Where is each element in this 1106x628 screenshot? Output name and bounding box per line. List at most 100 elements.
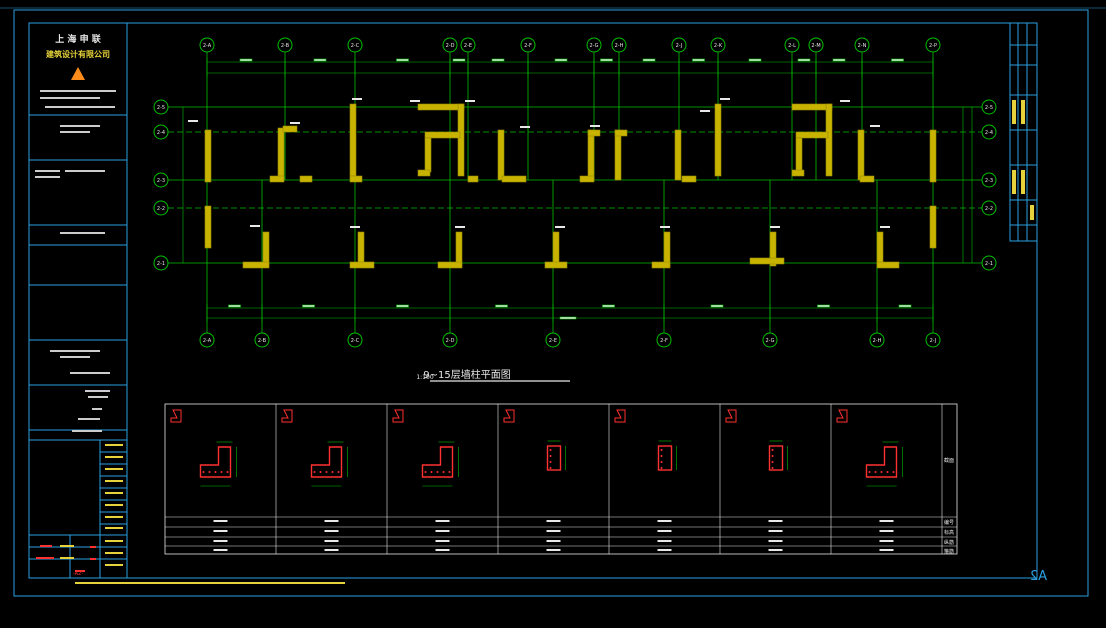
rebar-dot xyxy=(448,471,451,473)
table-cell-text xyxy=(768,530,783,532)
wall-column xyxy=(674,129,682,181)
wall-column xyxy=(876,261,900,269)
rebar-dot xyxy=(549,461,552,463)
table-cell-text xyxy=(435,549,450,551)
table-cell-text xyxy=(213,530,228,532)
rebar-dot xyxy=(771,449,774,451)
dimension-text xyxy=(239,58,253,62)
wall-column xyxy=(929,205,937,249)
axis-bubble-left-label: 2-4 xyxy=(157,130,165,136)
dimension-text xyxy=(797,58,811,62)
axis-bubble-top xyxy=(808,37,824,53)
wall-column xyxy=(614,129,622,181)
section-key-icon xyxy=(614,409,626,423)
section-outline xyxy=(546,445,562,471)
table-cell-text xyxy=(435,520,450,522)
dimension-lines xyxy=(182,58,973,322)
axis-bubble-top xyxy=(520,37,536,53)
axis-bubble-right-label: 2-5 xyxy=(985,105,993,111)
axis-bubble-right-label: 2-1 xyxy=(985,261,993,267)
wall-column xyxy=(614,129,628,137)
wall-label xyxy=(880,226,890,228)
table-cell-text xyxy=(213,520,228,522)
wall-label xyxy=(840,100,850,102)
table-row-label: 编号 xyxy=(944,519,954,526)
wall-label xyxy=(720,98,730,100)
rebar-dot xyxy=(874,471,877,473)
section-outline xyxy=(657,445,673,471)
outer-frame xyxy=(13,9,1089,597)
rebar-dot xyxy=(226,471,229,473)
wall-column xyxy=(859,175,875,183)
wall-column xyxy=(424,137,432,173)
axis-bubble-left xyxy=(153,255,169,271)
table-cell-text xyxy=(435,540,450,542)
table-side-label: 截面 xyxy=(944,457,954,464)
rebar-dot xyxy=(771,461,774,463)
wall-column xyxy=(681,175,697,183)
axis-bubble-bottom xyxy=(869,332,885,348)
wall-column xyxy=(277,127,285,181)
table-cell-text xyxy=(879,540,894,542)
rebar-dot xyxy=(214,471,217,473)
company-logo-icon xyxy=(71,67,85,80)
axis-bubble-bottom-label: 2-H xyxy=(873,338,882,344)
table-cell-text xyxy=(435,530,450,532)
axis-bubble-left xyxy=(153,172,169,188)
table-cell-text xyxy=(546,549,561,551)
axis-bubble-bottom xyxy=(656,332,672,348)
wall-column xyxy=(204,129,212,183)
dimension-text xyxy=(491,58,505,62)
rebar-dot xyxy=(549,455,552,457)
wall-column xyxy=(242,261,270,269)
wall-column xyxy=(437,261,463,269)
wall-column xyxy=(455,231,463,267)
axis-bubble-top xyxy=(442,37,458,53)
section-key-icon xyxy=(170,409,182,423)
dimension-text xyxy=(302,304,315,308)
axis-bubble-top-label: 2-M xyxy=(811,43,820,49)
wall-column xyxy=(417,169,431,177)
table-cell-text xyxy=(768,520,783,522)
rebar-dot xyxy=(220,471,223,473)
dimension-text xyxy=(495,304,508,308)
dimension-text xyxy=(559,316,577,320)
rebar-dot xyxy=(442,471,445,473)
drawing-scale: 1:100 xyxy=(416,374,433,381)
axis-bubble-bottom xyxy=(545,332,561,348)
table-cell-text xyxy=(324,549,339,551)
wall-columns xyxy=(188,98,937,269)
wall-label xyxy=(555,226,565,228)
rebar-dot xyxy=(886,471,889,473)
axis-bubble-left xyxy=(153,124,169,140)
wall-column xyxy=(467,175,479,183)
axis-bubble-top-label: 2-N xyxy=(858,43,867,49)
wall-column xyxy=(497,129,505,181)
rebar-dot xyxy=(660,461,663,463)
wall-label xyxy=(188,120,198,122)
wall-column xyxy=(457,103,465,177)
wall-label xyxy=(250,225,260,227)
axis-bubble-top-label: 2-D xyxy=(446,43,455,49)
wall-label xyxy=(350,226,360,228)
dimension-text xyxy=(554,58,568,62)
rebar-dot xyxy=(319,471,322,473)
title-block: 上 海 申 联 建筑设计有限公司 xyxy=(28,22,128,579)
wall-column xyxy=(552,231,560,267)
wall-column xyxy=(587,129,601,137)
table-cell-text xyxy=(657,530,672,532)
wall-column xyxy=(544,261,568,269)
dimension-text xyxy=(692,58,705,62)
rebar-dot xyxy=(771,455,774,457)
dimension-text xyxy=(898,304,912,308)
wall-column xyxy=(929,129,937,183)
rebar-dot xyxy=(337,471,340,473)
wall-column xyxy=(714,103,722,177)
table-cell-text xyxy=(324,520,339,522)
axis-bubble-top xyxy=(277,37,293,53)
wall-column xyxy=(299,175,313,183)
axis-bubble-top-label: 2-E xyxy=(464,43,472,49)
rebar-dot xyxy=(208,471,211,473)
